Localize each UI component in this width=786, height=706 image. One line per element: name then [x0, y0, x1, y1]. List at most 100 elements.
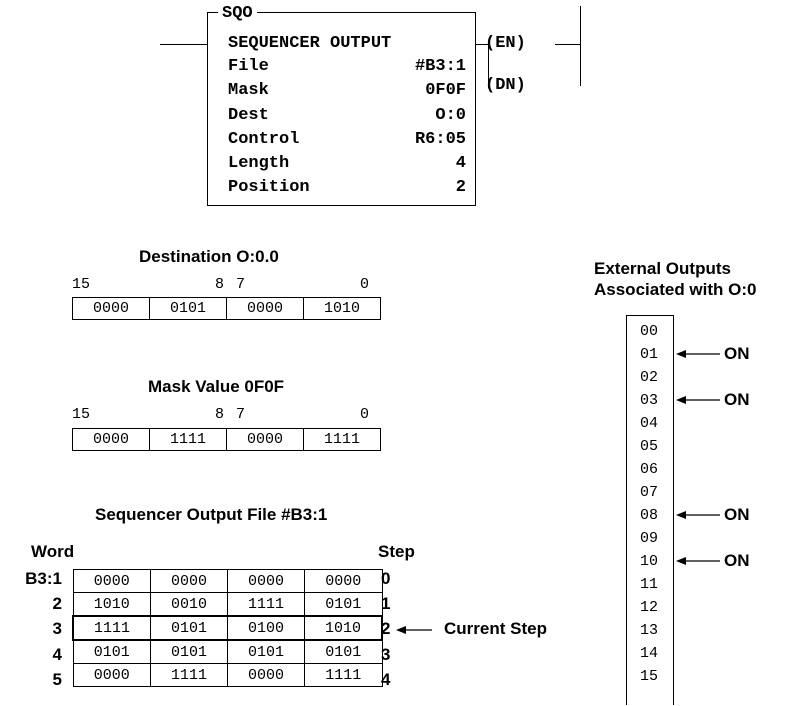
output-number: 07: [640, 484, 659, 501]
table-cell: 1010: [72, 592, 151, 617]
output-number: 14: [640, 645, 659, 662]
word-label: 4: [52, 645, 62, 664]
mask-bit-7: 7: [236, 406, 246, 423]
table-cell: 1111: [150, 663, 228, 687]
table-cell: 1111: [304, 663, 383, 687]
table-cell: 0101: [304, 592, 383, 617]
output-number: 15: [640, 668, 659, 685]
mask-nibble: 1111: [303, 428, 381, 451]
output-number: 13: [640, 622, 659, 639]
output-number: 02: [640, 369, 659, 386]
output-number: 08: [640, 507, 659, 524]
output-number: 12: [640, 599, 659, 616]
table-cell: 1111: [227, 592, 305, 617]
step-number: 0: [381, 569, 391, 588]
table-cell: 0000: [150, 569, 228, 593]
current-step-label: Current Step: [444, 619, 547, 638]
output-number: 09: [640, 530, 659, 547]
en-connector-line: [476, 44, 488, 45]
mask-bit-8: 8: [215, 406, 225, 423]
mask-bit-0: 0: [360, 406, 370, 423]
word-label: B3:1: [25, 569, 62, 588]
destination-nibble: 0000: [72, 297, 150, 320]
table-cell: 0010: [150, 592, 228, 617]
destination-nibble: 0000: [226, 297, 304, 320]
table-cell: 1111: [72, 615, 151, 641]
destination-title: Destination O:0.0: [139, 247, 279, 266]
destination-nibble: 0101: [149, 297, 227, 320]
step-number: 2: [381, 619, 391, 638]
destination-word-row: 0000 0101 0000 1010: [72, 297, 381, 320]
sequencer-file-title: Sequencer Output File #B3:1: [95, 505, 328, 524]
mask-nibble: 1111: [149, 428, 227, 451]
mask-word-row: 0000 1111 0000 1111: [72, 428, 381, 451]
output-number: 05: [640, 438, 659, 455]
sequencer-file-table: 0000 0000 0000 0000 1010 0010 1111 0101 …: [72, 569, 383, 687]
on-label-output-01: ON: [724, 344, 750, 363]
output-number: 10: [640, 553, 659, 570]
output-number: 00: [640, 323, 659, 340]
on-arrow-icon: [676, 350, 720, 358]
en-output-line: [555, 44, 581, 45]
mask-bit-15: 15: [72, 406, 91, 423]
external-outputs-title-line1: External Outputs: [594, 259, 731, 278]
table-cell: 0101: [72, 639, 151, 664]
sqo-name: SEQUENCER OUTPUT: [228, 34, 392, 53]
table-row: 0101 0101 0101 0101: [72, 639, 383, 664]
dn-coil: (DN): [485, 76, 526, 95]
mask-nibble: 0000: [72, 428, 150, 451]
on-label-output-10: ON: [724, 551, 750, 570]
on-label-output-03: ON: [724, 390, 750, 409]
table-cell: 1010: [304, 615, 383, 641]
table-cell: 0101: [150, 615, 228, 641]
mask-word-table: 0000 1111 0000 1111: [72, 428, 381, 451]
destination-bit-8: 8: [215, 276, 225, 293]
sqo-instruction-block: [207, 12, 476, 206]
on-arrow-icon: [676, 557, 720, 565]
output-number: 06: [640, 461, 659, 478]
destination-bit-15: 15: [72, 276, 91, 293]
output-number: 03: [640, 392, 659, 409]
output-number: 04: [640, 415, 659, 432]
output-number: 11: [640, 576, 659, 593]
table-cell: 0000: [72, 569, 151, 593]
table-cell: 0100: [227, 615, 305, 641]
sqo-param-file: File#B3:1: [228, 57, 466, 76]
rung-input-line: [160, 44, 207, 45]
step-number: 3: [381, 645, 391, 664]
table-cell: 0000: [227, 663, 305, 687]
en-coil: (EN): [485, 34, 526, 53]
table-cell: 0101: [227, 639, 305, 664]
word-label: 2: [52, 594, 62, 613]
table-cell: 0101: [150, 639, 228, 664]
external-outputs-column: [626, 315, 674, 705]
step-header: Step: [378, 542, 415, 561]
table-cell: 0000: [227, 569, 305, 593]
destination-nibble: 1010: [303, 297, 381, 320]
word-label: 3: [52, 619, 62, 638]
current-step-row: 1111 0101 0100 1010: [72, 615, 383, 641]
table-cell: 0101: [304, 639, 383, 664]
right-power-rail: [580, 6, 581, 86]
word-label: 5: [52, 670, 62, 689]
destination-bit-0: 0: [360, 276, 370, 293]
on-label-output-08: ON: [724, 505, 750, 524]
sqo-mnemonic: SQO: [218, 4, 257, 23]
dn-branch-line: [488, 44, 489, 88]
table-row: 0000 1111 0000 1111: [72, 663, 383, 687]
external-outputs-title-line2: Associated with O:0: [594, 280, 757, 299]
table-cell: 0000: [304, 569, 383, 593]
mask-nibble: 0000: [226, 428, 304, 451]
step-number: 1: [381, 594, 391, 613]
on-arrow-icon: [676, 511, 720, 519]
table-row: 0000 0000 0000 0000: [72, 569, 383, 593]
table-cell: 0000: [72, 663, 151, 687]
on-arrow-icon: [676, 396, 720, 404]
output-number: 01: [640, 346, 659, 363]
destination-bit-7: 7: [236, 276, 246, 293]
